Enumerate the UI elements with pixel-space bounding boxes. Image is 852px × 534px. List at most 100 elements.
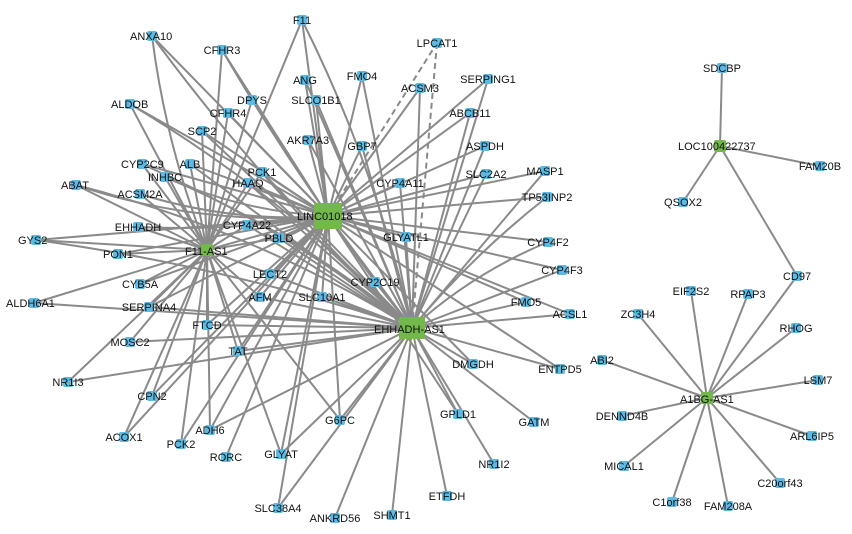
gene-node-serping1[interactable]: SERPING1 — [460, 74, 516, 86]
gene-node-entpd5[interactable]: ENTPD5 — [538, 364, 582, 376]
gene-node-abcb11[interactable]: ABCB11 — [449, 108, 491, 120]
gene-node-masp1[interactable]: MASP1 — [526, 166, 564, 178]
gene-node-etfdh[interactable]: ETFDH — [429, 491, 466, 503]
gene-node-acsl1[interactable]: ACSL1 — [553, 309, 588, 321]
gene-node-arl6ip5[interactable]: ARL6IP5 — [790, 431, 834, 443]
gene-node-akr7a3[interactable]: AKR7A3 — [287, 135, 329, 147]
gene-node-c20orf43[interactable]: C20orf43 — [757, 478, 803, 490]
gene-node-anxa10[interactable]: ANXA10 — [130, 31, 172, 43]
node-label: QSOX2 — [664, 197, 702, 209]
gene-node-pck2[interactable]: PCK2 — [167, 439, 196, 451]
gene-node-cd97[interactable]: CD97 — [783, 271, 811, 283]
gene-node-acox1[interactable]: ACOX1 — [105, 432, 143, 444]
gene-node-nr1i3[interactable]: NR1I3 — [52, 377, 84, 389]
gene-node-dennd4b[interactable]: DENND4B — [596, 411, 649, 423]
gene-node-aldob[interactable]: ALDOB — [111, 99, 148, 111]
node-marker — [370, 277, 380, 287]
gene-node-shmt1[interactable]: SHMT1 — [373, 510, 411, 522]
hub-node-loc100422737[interactable]: LOC100422737 — [678, 140, 756, 153]
gene-node-acsm2a[interactable]: ACSM2A — [117, 189, 163, 201]
gene-node-gys2[interactable]: GYS2 — [18, 235, 47, 247]
gene-node-slco1b1[interactable]: SLCO1B1 — [291, 95, 341, 107]
node-label: CPN2 — [137, 391, 166, 403]
gene-node-pbld[interactable]: PBLD — [265, 233, 294, 245]
gene-node-slc2a2[interactable]: SLC2A2 — [466, 169, 507, 181]
gene-node-nr1i2[interactable]: NR1I2 — [478, 459, 510, 471]
gene-node-cyb5a[interactable]: CYB5A — [122, 279, 159, 291]
gene-node-rorc[interactable]: RORC — [210, 452, 242, 464]
gene-node-aspdh[interactable]: ASPDH — [466, 141, 504, 153]
gene-node-rpap3[interactable]: RPAP3 — [730, 289, 766, 301]
node-marker — [775, 478, 785, 488]
gene-node-gpld1[interactable]: GPLD1 — [440, 409, 476, 421]
gene-node-cyp2c19[interactable]: CYP2C19 — [351, 277, 400, 289]
gene-node-c1orf38[interactable]: C1orf38 — [652, 497, 692, 509]
gene-node-abat[interactable]: ABAT — [61, 180, 89, 192]
gene-node-cpn2[interactable]: CPN2 — [137, 391, 167, 403]
node-label: ABCB11 — [449, 108, 490, 120]
gene-node-cyp4f3[interactable]: CYP4F3 — [541, 265, 583, 277]
gene-node-sdcbp[interactable]: SDCBP — [703, 63, 741, 75]
node-label: GLYATL1 — [383, 232, 429, 244]
node-label: CD97 — [783, 271, 811, 283]
gene-node-g6pc[interactable]: G6PC — [325, 415, 355, 427]
gene-node-scp2[interactable]: SCP2 — [188, 126, 217, 138]
hub-node-linc01018[interactable]: LINC01018 — [297, 203, 353, 229]
gene-node-gbp7[interactable]: GBP7 — [347, 141, 377, 153]
gene-node-serpina4[interactable]: SERPINA4 — [122, 302, 176, 314]
edge-ehhadh-as1-to-alb — [189, 163, 413, 329]
gene-node-tat[interactable]: TAT — [228, 346, 248, 358]
gene-node-cyp4f2[interactable]: CYP4F2 — [527, 237, 569, 249]
gene-node-ankrd56[interactable]: ANKRD56 — [310, 513, 361, 525]
gene-node-cyp4a11[interactable]: CYP4A11 — [376, 178, 424, 190]
gene-node-ang[interactable]: ANG — [293, 75, 317, 87]
gene-node-haaq[interactable]: HAAQ — [232, 178, 264, 190]
gene-node-f11[interactable]: F11 — [293, 15, 311, 27]
gene-node-alb[interactable]: ALB — [180, 159, 201, 171]
gene-node-slc38a4[interactable]: SLC38A4 — [254, 503, 302, 515]
node-marker — [540, 166, 550, 176]
gene-node-pon1[interactable]: PON1 — [103, 249, 133, 261]
gene-node-lpcat1[interactable]: LPCAT1 — [417, 38, 458, 50]
gene-node-tp53inp2[interactable]: TP53INP2 — [522, 192, 573, 204]
hub-node-a1bg-as1[interactable]: A1BG-AS1 — [680, 392, 734, 406]
gene-node-afm[interactable]: AFM — [248, 292, 272, 304]
gene-node-inhbc[interactable]: INHBC — [148, 172, 182, 184]
gene-node-zc3h4[interactable]: ZC3H4 — [621, 309, 656, 321]
edge-ehhadh-as1-to-cyp4f3 — [411, 269, 563, 329]
gene-node-pck1[interactable]: PCK1 — [248, 167, 277, 179]
gene-node-glyatl1[interactable]: GLYATL1 — [383, 232, 429, 244]
gene-node-eif2s2[interactable]: EIF2S2 — [673, 286, 710, 298]
gene-node-mical1[interactable]: MICAL1 — [604, 461, 644, 473]
gene-node-gatm[interactable]: GATM — [519, 417, 550, 429]
node-label: RPAP3 — [730, 289, 765, 301]
gene-node-slc10a1[interactable]: SLC10A1 — [298, 292, 346, 304]
hub-node-ehhadh-as1[interactable]: EHHADH-AS1 — [374, 317, 445, 339]
gene-node-mosc2[interactable]: MOSC2 — [110, 337, 150, 349]
gene-node-glyat[interactable]: GLYAT — [264, 449, 298, 461]
gene-node-aldh6a1[interactable]: ALDH6A1 — [6, 298, 55, 310]
node-marker — [205, 425, 215, 435]
gene-node-dpys[interactable]: DPYS — [237, 95, 267, 107]
gene-node-rhog[interactable]: RHOG — [780, 323, 813, 335]
gene-node-lect2[interactable]: LECT2 — [253, 269, 287, 281]
node-marker — [221, 452, 231, 462]
gene-node-ehhadh[interactable]: EHHADH — [115, 222, 162, 234]
gene-node-cyp4a22[interactable]: CYP4A22 — [223, 220, 271, 232]
gene-node-adh6[interactable]: ADH6 — [195, 425, 225, 437]
gene-node-qsox2[interactable]: QSOX2 — [664, 197, 702, 209]
gene-node-acsm3[interactable]: ACSM3 — [401, 83, 439, 95]
gene-node-ftcd[interactable]: FTCD — [192, 320, 222, 332]
gene-node-fmo4[interactable]: FMO4 — [347, 71, 378, 83]
gene-node-fmo5[interactable]: FMO5 — [511, 297, 542, 309]
node-label: CYB5A — [122, 279, 159, 291]
hub-node-f11-as1[interactable]: F11-AS1 — [185, 244, 228, 258]
gene-node-cfhr4[interactable]: CFHR4 — [210, 108, 247, 120]
gene-node-fam20b[interactable]: FAM20B — [799, 161, 841, 173]
gene-node-abi2[interactable]: ABI2 — [590, 355, 614, 367]
gene-node-fam208a[interactable]: FAM208A — [704, 501, 753, 513]
gene-node-cyp2c9[interactable]: CYP2C9 — [121, 159, 164, 171]
gene-node-cfhr3[interactable]: CFHR3 — [204, 45, 241, 57]
gene-node-dmgdh[interactable]: DMGDH — [452, 359, 494, 371]
gene-node-lsm7[interactable]: LSM7 — [804, 375, 833, 387]
